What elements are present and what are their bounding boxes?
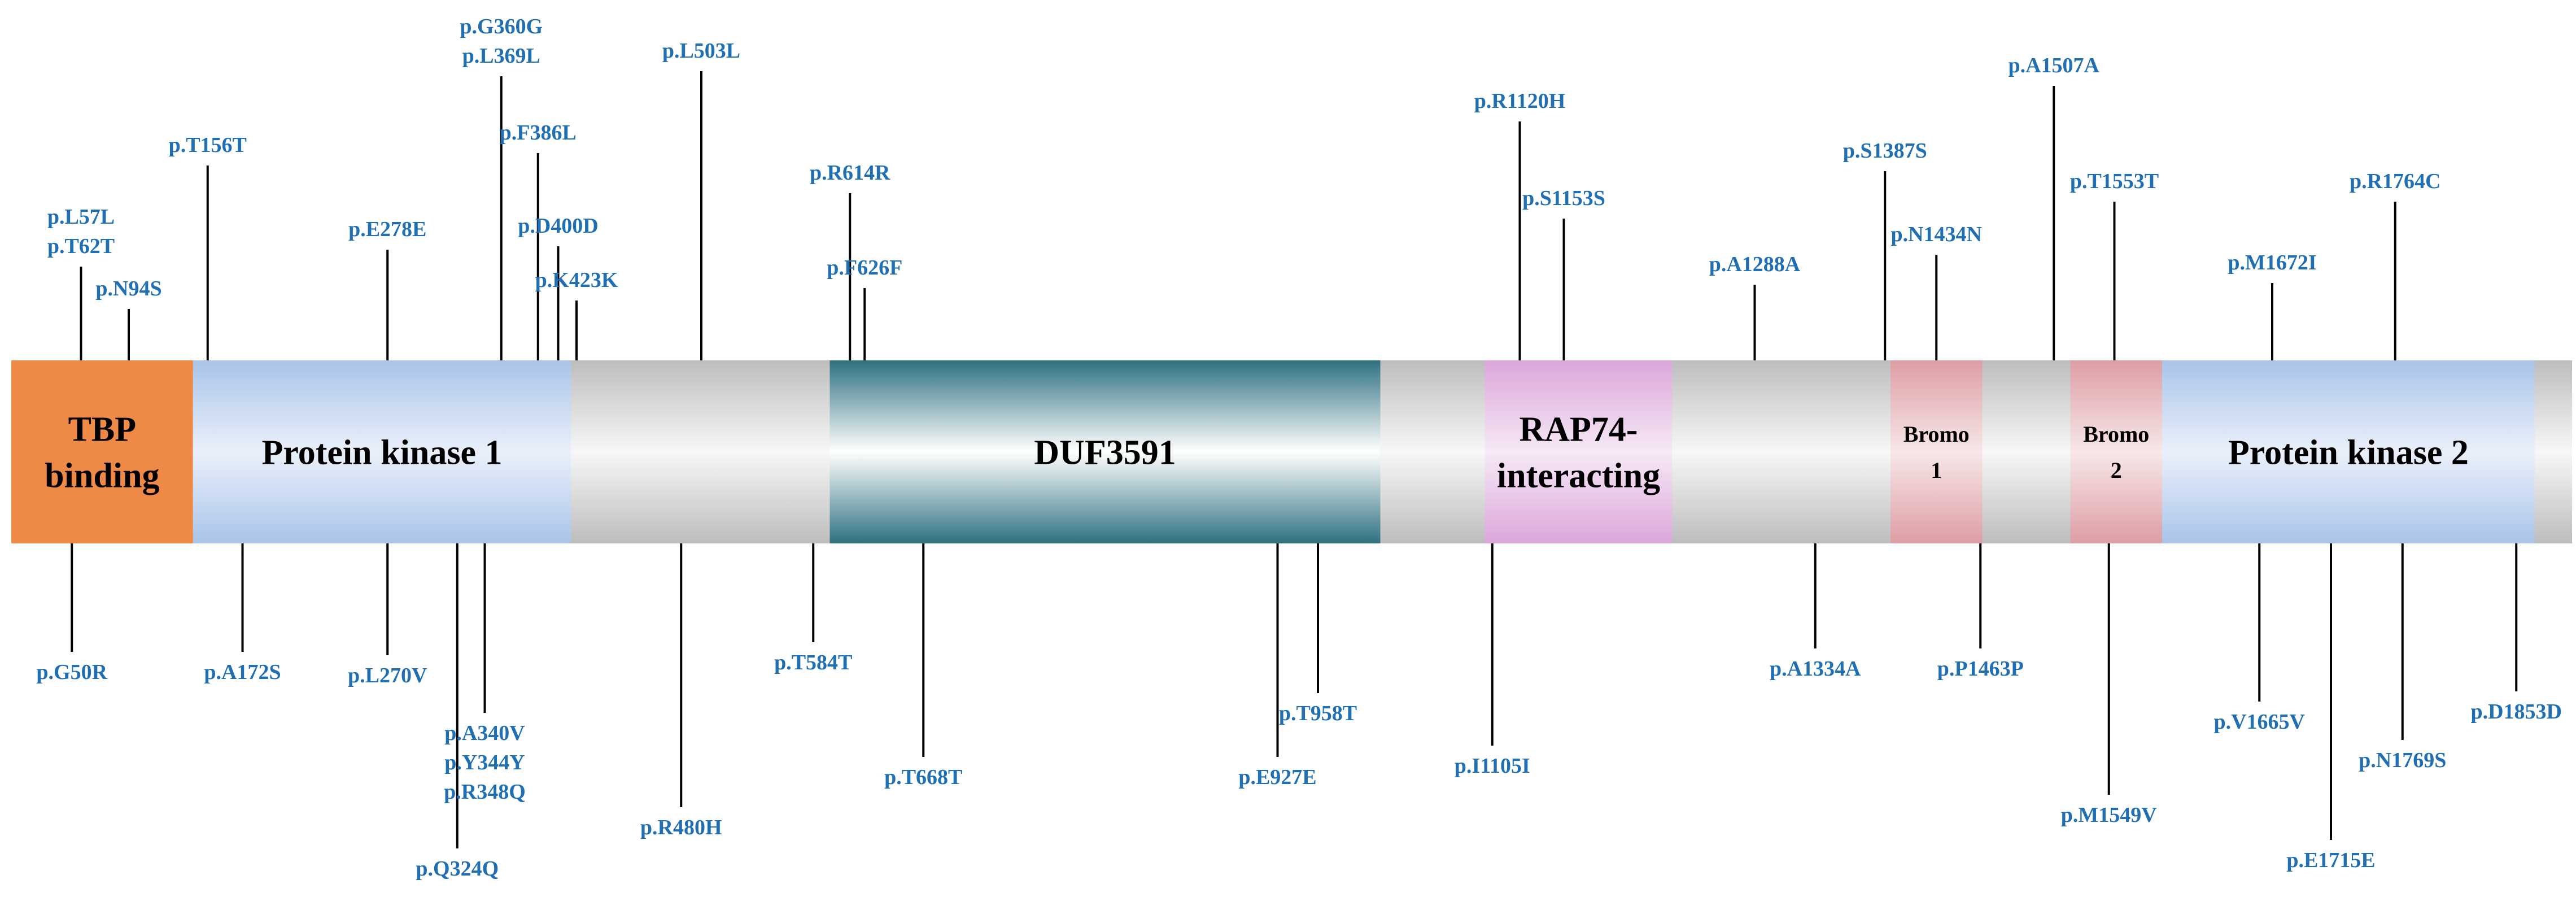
variant-label: p.M1549V bbox=[2061, 803, 2158, 827]
variant-label: p.G360G bbox=[460, 15, 543, 38]
variant-label: p.M1672I bbox=[2228, 251, 2316, 275]
variant-label: p.A1288A bbox=[1709, 252, 1801, 276]
variant-label: p.Q324Q bbox=[416, 857, 499, 881]
domain-label-tbp-binding: TBP bbox=[68, 411, 137, 449]
domain-label-bromo-1: 1 bbox=[1931, 458, 1942, 483]
variant-label: p.R348Q bbox=[444, 780, 526, 804]
variant-label: p.D400D bbox=[518, 214, 599, 238]
variant-label: p.T668T bbox=[884, 765, 962, 789]
domain-bromo-2 bbox=[2070, 360, 2162, 543]
labels-layer: TBP binding Protein kinase 1 DUF3591 RAP74- i… bbox=[36, 15, 2562, 881]
domain-bromo-1 bbox=[1890, 360, 1983, 543]
domains-layer bbox=[11, 360, 2535, 543]
variant-label: p.D1853D bbox=[2470, 700, 2562, 724]
variant-lines-layer bbox=[71, 71, 2518, 848]
variant-label: p.L503L bbox=[662, 39, 740, 63]
domain-label-rap74-interacting: RAP74- bbox=[1519, 411, 1638, 449]
variant-label: p.T1553T bbox=[2070, 169, 2159, 193]
domain-protein-kinase-2 bbox=[2162, 360, 2535, 543]
variant-label: p.E278E bbox=[348, 217, 426, 241]
variant-label: p.V1665V bbox=[2213, 710, 2305, 734]
domain-label-protein-kinase-2: Protein kinase 2 bbox=[2228, 434, 2469, 472]
variant-label: p.A172S bbox=[204, 660, 281, 684]
variant-label: p.L369L bbox=[462, 44, 540, 68]
variant-label: p.T584T bbox=[774, 651, 852, 674]
variant-label: p.A1507A bbox=[2008, 54, 2099, 77]
variant-label: p.R1764C bbox=[2350, 169, 2441, 193]
variant-label: p.L270V bbox=[348, 664, 427, 687]
variant-label: p.N1769S bbox=[2359, 748, 2446, 772]
variant-label: p.G50R bbox=[36, 660, 107, 684]
variant-label: p.N94S bbox=[95, 277, 161, 301]
variant-label: p.E927E bbox=[1238, 765, 1316, 789]
variant-label: p.A1334A bbox=[1770, 657, 1861, 681]
variant-label: p.A340V bbox=[444, 721, 525, 745]
domain-tbp-binding bbox=[11, 360, 193, 543]
variant-label: p.T156T bbox=[169, 133, 247, 157]
domain-rap74-interacting bbox=[1485, 360, 1673, 543]
variant-label: p.T62T bbox=[47, 234, 115, 258]
domain-label-rap74-interacting: interacting bbox=[1497, 457, 1660, 495]
variant-label: p.I1105I bbox=[1455, 754, 1530, 778]
domain-label-tbp-binding: binding bbox=[45, 457, 159, 495]
domain-label-protein-kinase-1: Protein kinase 1 bbox=[262, 434, 503, 472]
domain-label-bromo-2: 2 bbox=[2111, 458, 2122, 483]
variant-label: p.P1463P bbox=[1937, 657, 2024, 681]
variant-label: p.E1715E bbox=[2286, 848, 2375, 872]
variant-label: p.T958T bbox=[1279, 702, 1357, 725]
variant-label: p.R614R bbox=[810, 161, 890, 185]
domain-protein-kinase-1 bbox=[193, 360, 571, 543]
variant-label: p.Y344Y bbox=[444, 751, 525, 774]
variant-label: p.N1434N bbox=[1890, 223, 1982, 246]
variant-label: p.R480H bbox=[640, 816, 722, 839]
variant-label: p.K423K bbox=[535, 268, 618, 292]
variant-label: p.S1153S bbox=[1522, 186, 1605, 210]
variant-label: p.F386L bbox=[500, 121, 577, 145]
domain-label-bromo-2: Bromo bbox=[2083, 421, 2149, 447]
variant-label: p.R1120H bbox=[1474, 89, 1566, 113]
domain-duf3591 bbox=[829, 360, 1381, 543]
variant-label: p.F626F bbox=[827, 256, 902, 280]
domain-label-duf3591: DUF3591 bbox=[1034, 434, 1176, 472]
variant-label: p.L57L bbox=[47, 205, 115, 229]
domain-label-bromo-1: Bromo bbox=[1903, 421, 1970, 447]
variant-label: p.S1387S bbox=[1843, 139, 1927, 163]
